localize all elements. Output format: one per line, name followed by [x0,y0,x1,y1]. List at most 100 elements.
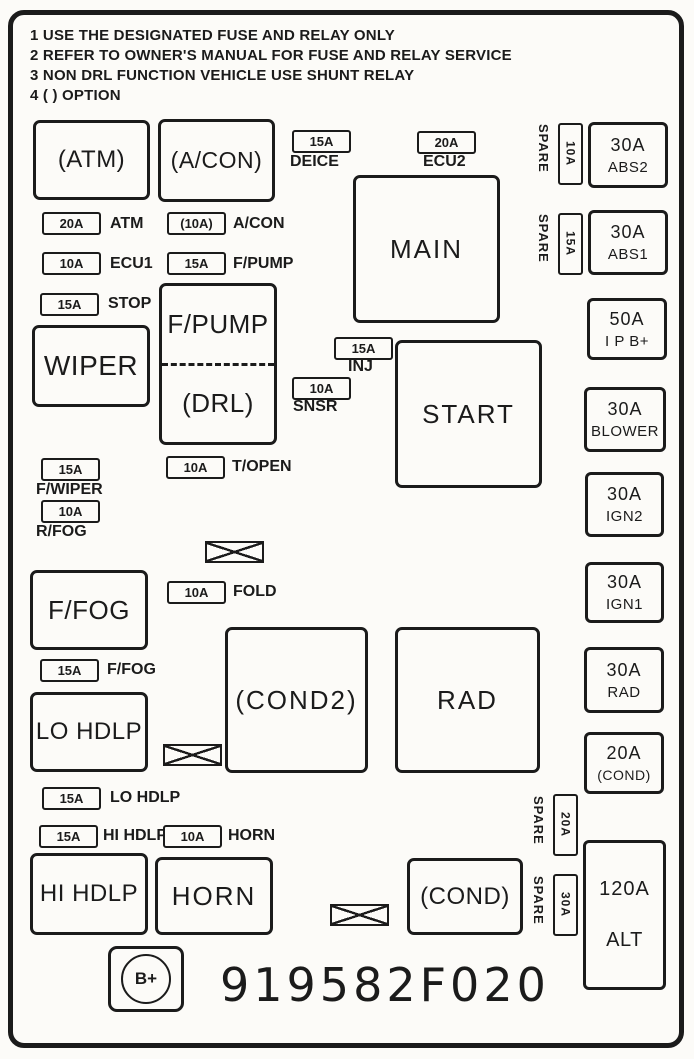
relay-rad: RAD [395,627,540,773]
relay-acon: (A/CON) [158,119,275,202]
fuse-deice-label: DEICE [290,153,339,170]
fuse-horn: 10A [163,825,222,848]
fuse-ecu1: 10A [42,252,101,275]
fuse-alt-label: ALT [606,929,643,951]
spare-4-amp: 30A [558,892,573,918]
fuse-hi-hdlp-label: HI HDLP [103,827,167,844]
fuse-ign1-label: IGN1 [605,596,643,613]
crossed-slot-2 [163,744,222,766]
relay-ffog: F/FOG [30,570,148,650]
relay-cond: (COND) [407,858,523,935]
fuse-ign2: 30A IGN2 [585,472,664,537]
spare-4-fuse: 30A [553,874,578,936]
relay-fpump: F/PUMP [162,286,274,366]
fuse-abs2-label: ABS2 [607,158,649,176]
fuse-horn-label: HORN [228,827,276,844]
note-line-1: 1 USE THE DESIGNATED FUSE AND RELAY ONLY [30,27,396,44]
fuse-fwiper: 15A [41,458,100,481]
relay-lo-hdlp: LO HDLP [30,692,148,772]
relay-horn: HORN [155,857,273,935]
fuse-inj: 15A [334,337,393,360]
spare-4-label: SPARE [531,876,546,925]
part-number: 919582F020 [220,958,550,1012]
fuse-ign1-amp: 30A [606,572,643,592]
fuse-ecu2: 20A [417,131,476,154]
fuse-rad-30a-label: RAD [607,683,641,701]
fuse-cond-20a-label: (COND) [597,767,651,783]
battery-terminal-label: B+ [134,969,158,988]
fuse-snsr: 10A [292,377,351,400]
fuse-acon-label: A/CON [233,215,285,232]
fuse-abs1-amp: 30A [610,222,646,242]
fuse-blower-amp: 30A [607,399,643,419]
spare-3-fuse: 20A [553,794,578,856]
fuse-fold-label: FOLD [233,583,277,600]
note-line-2: 2 REFER TO OWNER'S MANUAL FOR FUSE AND R… [30,47,512,64]
fuse-snsr-label: SNSR [293,398,338,415]
relay-hi-hdlp: HI HDLP [30,853,148,935]
fuse-abs2: 30A ABS2 [588,122,668,188]
fuse-deice: 15A [292,130,351,153]
fuse-cond-20a-amp: 20A [606,743,642,763]
notes-list: 1 USE THE DESIGNATED FUSE AND RELAY ONLY… [30,26,512,106]
fuse-fpump-label: F/PUMP [233,255,294,272]
fuse-topen-label: T/OPEN [232,458,292,475]
spare-3-label: SPARE [531,796,546,845]
fuse-alt-amp: 120A [599,878,650,900]
fuse-ipb-label: I P B+ [604,332,649,350]
fuse-acon: (10A) [167,212,226,235]
fuse-fpump: 15A [167,252,226,275]
crossed-slot-1 [205,541,264,563]
battery-terminal: B+ [108,946,184,1012]
fuse-lo-hdlp: 15A [42,787,101,810]
spare-3-amp: 20A [558,812,573,838]
fuse-ffog-label: F/FOG [107,661,156,678]
spare-1-amp: 10A [563,141,578,167]
fuse-ign2-amp: 30A [606,484,643,504]
spare-1-fuse: 10A [558,123,583,185]
fuse-ffog: 15A [40,659,99,682]
fuse-lo-hdlp-label: LO HDLP [110,789,181,806]
fuse-atm: 20A [42,212,101,235]
relay-start: START [395,340,542,488]
fuse-abs1-label: ABS1 [607,246,649,263]
relay-drl: (DRL) [182,388,254,419]
note-line-4: 4 ( ) OPTION [30,87,121,104]
relay-fpump-drl: F/PUMP (DRL) [159,283,277,445]
fuse-ipb: 50A I P B+ [587,298,667,360]
relay-cond2: (COND2) [225,627,368,773]
fuse-atm-label: ATM [110,215,144,232]
note-line-3: 3 NON DRL FUNCTION VEHICLE USE SHUNT REL… [30,67,415,84]
spare-1-label: SPARE [536,124,551,173]
relay-atm: (ATM) [33,120,150,200]
fuse-cond-20a: 20A (COND) [584,732,664,794]
fuse-ecu1-label: ECU1 [110,255,153,272]
fuse-inj-label: INJ [348,358,373,375]
fuse-rad-30a: 30A RAD [584,647,664,713]
fuse-blower: 30A BLOWER [584,387,666,452]
fuse-rfog-label: R/FOG [36,523,87,540]
fuse-ign2-label: IGN2 [605,508,643,525]
fuse-fwiper-label: F/WIPER [36,481,103,498]
fuse-stop-label: STOP [108,295,152,312]
fuse-stop: 15A [40,293,99,316]
spare-2-label: SPARE [536,214,551,263]
fuse-box-outline [8,10,684,1048]
relay-wiper: WIPER [32,325,150,407]
fuse-rfog: 10A [41,500,100,523]
crossed-slot-3 [330,904,389,926]
fuse-blower-label: BLOWER [590,423,659,440]
fuse-topen: 10A [166,456,225,479]
fuse-ipb-amp: 50A [609,308,645,329]
fuse-alt: 120A ALT [583,840,666,990]
fuse-rad-30a-amp: 30A [606,659,642,680]
fuse-fold: 10A [167,581,226,604]
spare-2-fuse: 15A [558,213,583,275]
battery-terminal-circle: B+ [121,954,171,1004]
fuse-abs1: 30A ABS1 [588,210,668,275]
fuse-ecu2-label: ECU2 [423,153,466,170]
spare-2-amp: 15A [563,231,578,257]
fuse-ign1: 30A IGN1 [585,562,664,623]
fuse-abs2-amp: 30A [610,134,646,155]
